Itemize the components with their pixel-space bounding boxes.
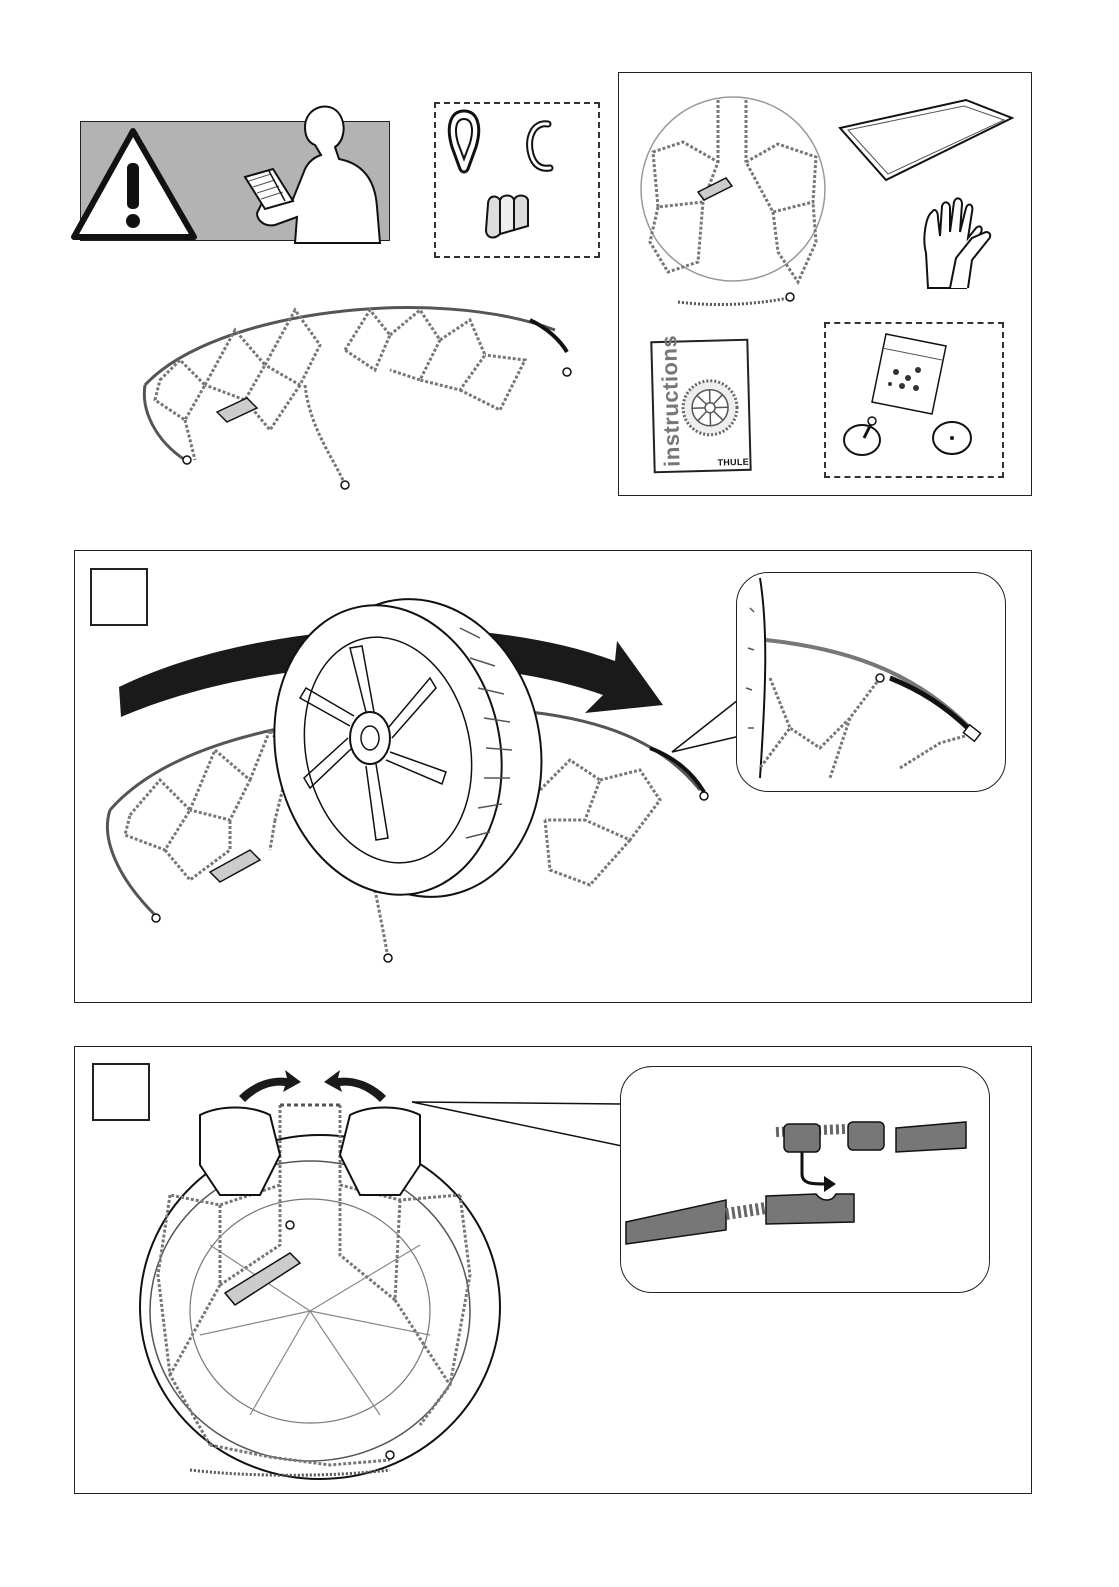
booklet-brand: THULE [717, 457, 749, 468]
snow-chain-layout [135, 290, 595, 500]
warning-panel [70, 95, 400, 250]
connector-ring-icon [444, 107, 484, 177]
instruction-booklet: instructions THULE [650, 339, 751, 474]
kneeling-mat-icon [836, 96, 1016, 186]
cable-connector-detail [626, 1112, 976, 1272]
chain-on-wheel-diagram [638, 92, 838, 312]
cover-disc-icon [930, 416, 978, 458]
c-hook-icon [520, 118, 560, 178]
wheel-tire-diagram [270, 588, 550, 908]
chain-clip-icon [480, 190, 540, 245]
step-2-callout-pointer [410, 1098, 630, 1158]
gloves-icon [916, 198, 996, 293]
mounting-disc-icon [840, 416, 888, 458]
booklet-wheel-icon [679, 377, 741, 439]
warning-triangle-icon [70, 125, 200, 245]
person-reading-icon [235, 97, 395, 247]
step-1-detail-chain [740, 578, 1000, 788]
spare-parts-bag-icon [866, 328, 956, 418]
